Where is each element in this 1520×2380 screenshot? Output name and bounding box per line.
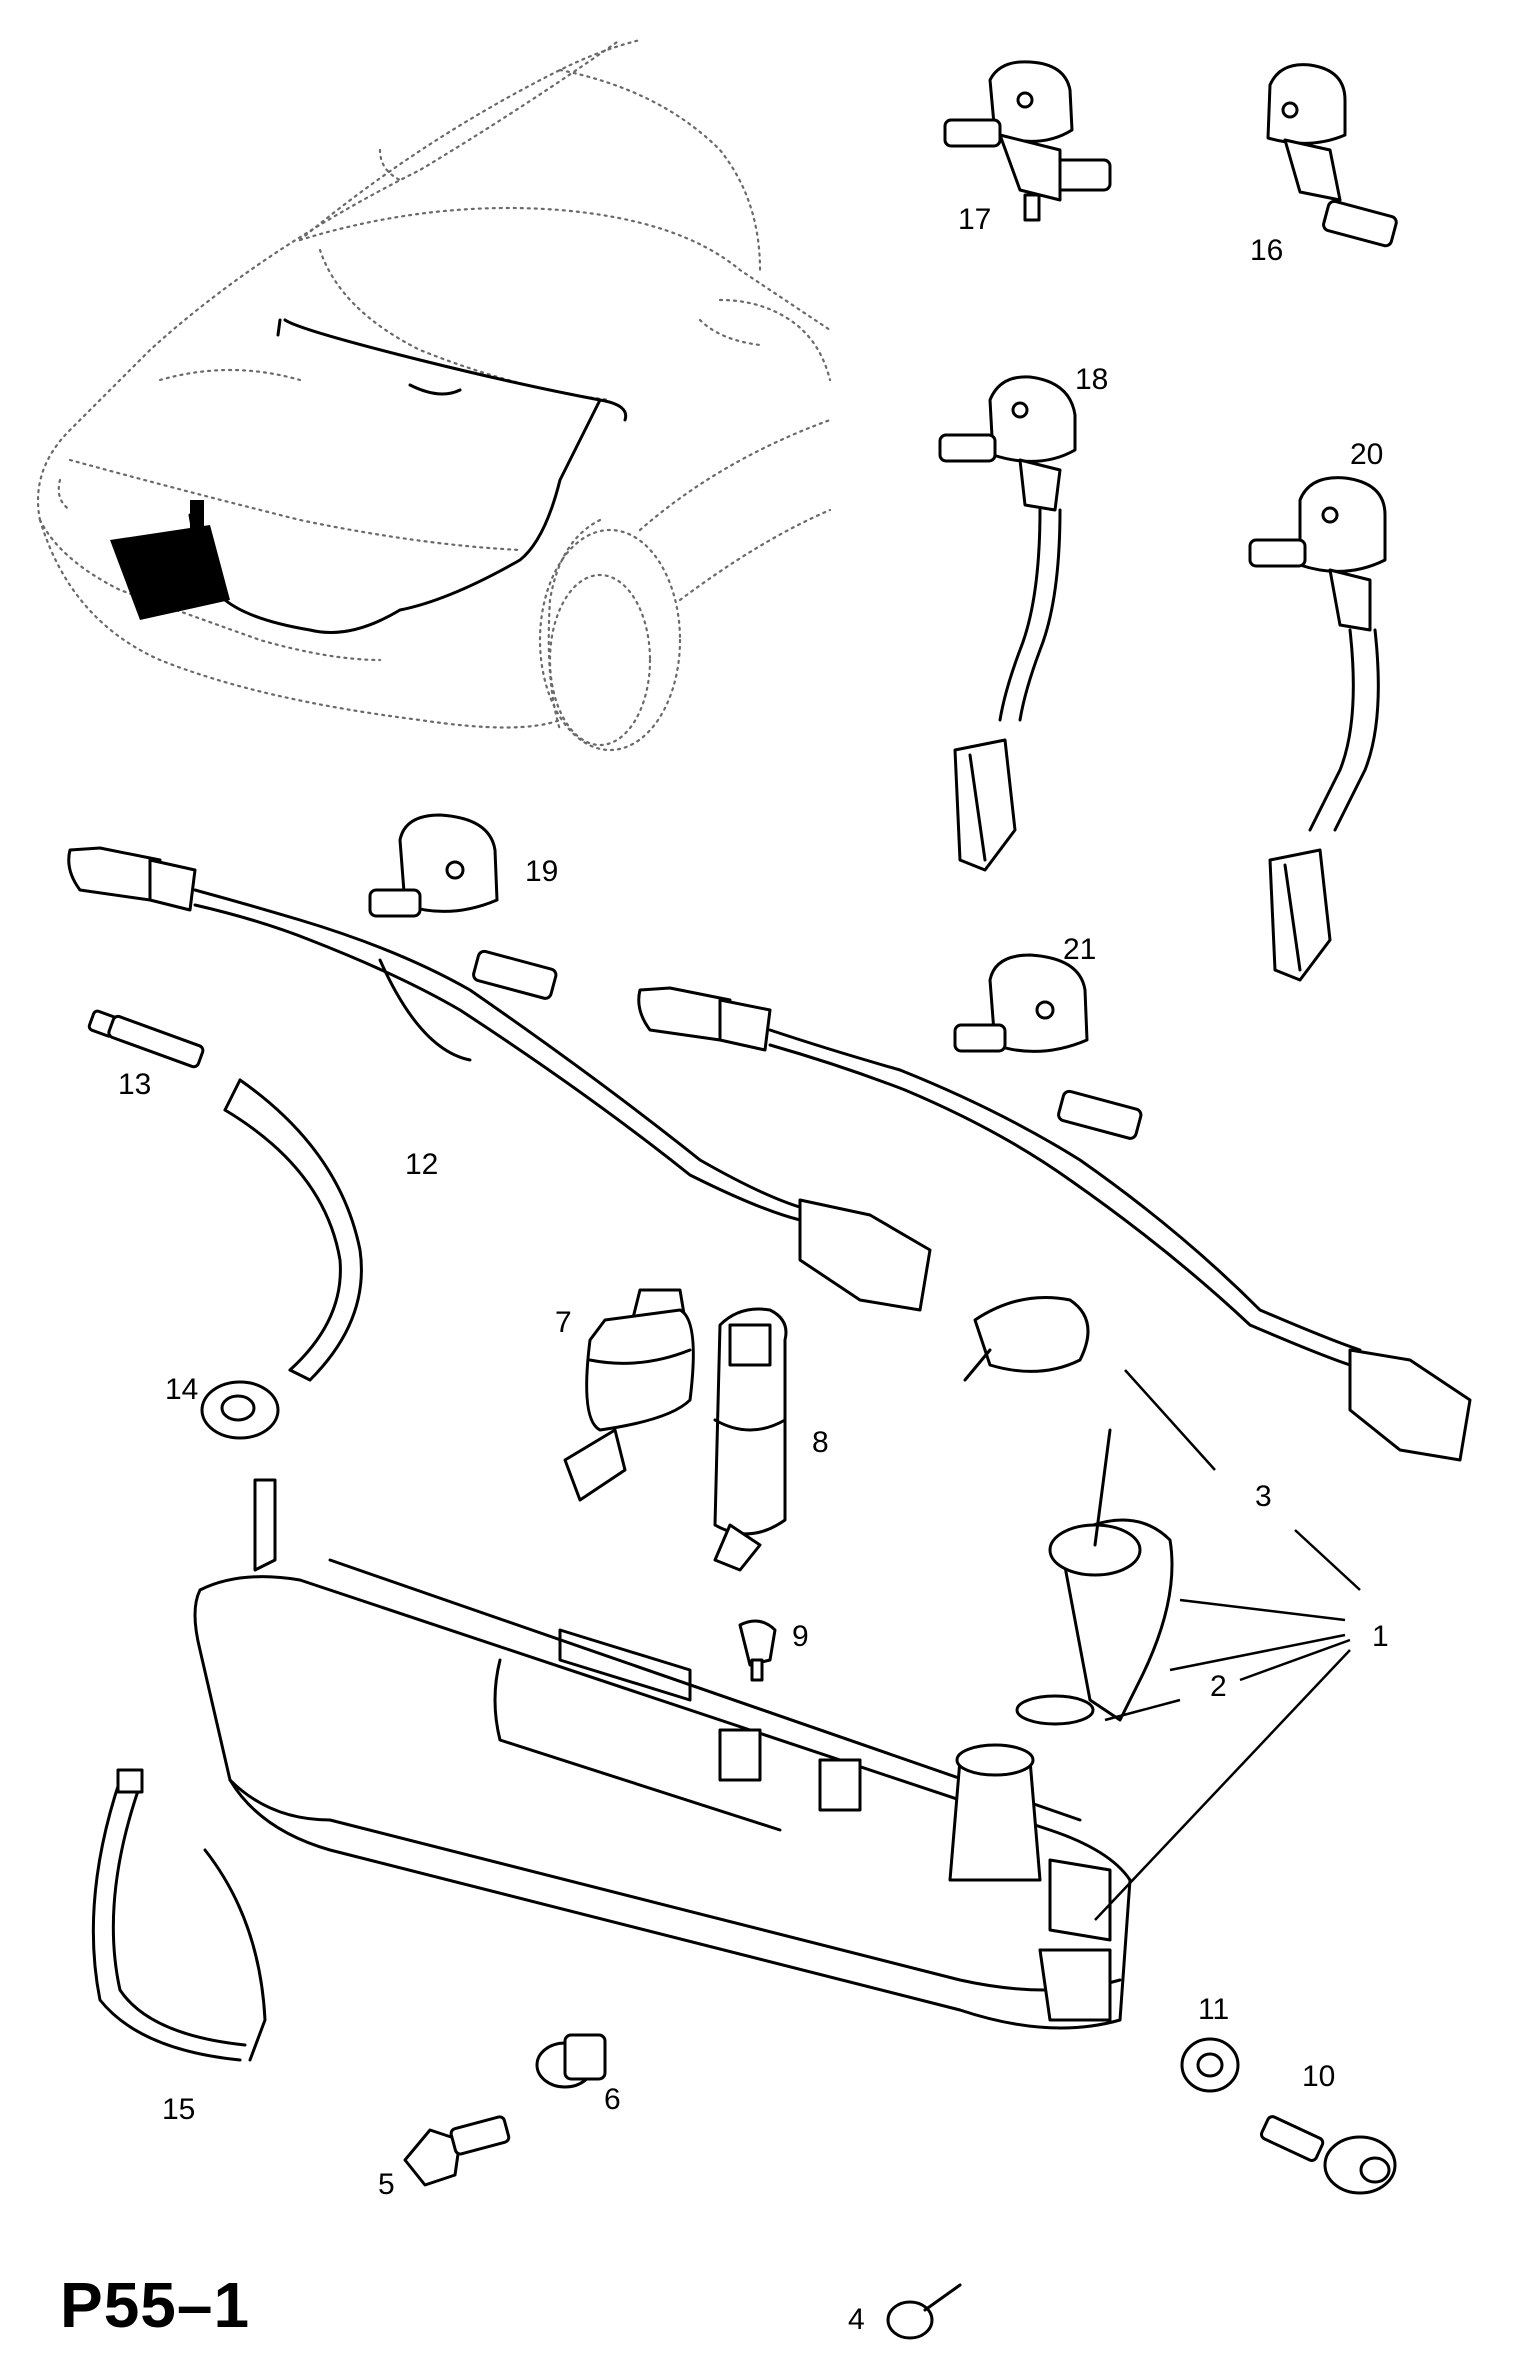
callout-12: 12 [405, 1148, 439, 1181]
callout-5: 5 [378, 2168, 395, 2201]
callout-21: 21 [1063, 933, 1097, 966]
callout-17: 17 [958, 203, 992, 236]
callout-18: 18 [1075, 363, 1109, 396]
nozzle-17 [943, 60, 1112, 222]
harness-21 [637, 953, 1472, 1462]
nozzle-16 [1266, 63, 1398, 248]
callout-11: 11 [1198, 1993, 1230, 2026]
bolt-5 [403, 2115, 511, 2187]
pump-8 [713, 1307, 788, 1572]
screw-4 [886, 2283, 962, 2340]
callout-3: 3 [1255, 1480, 1272, 1513]
callout-16: 16 [1250, 234, 1284, 267]
callout-13: 13 [118, 1068, 152, 1101]
callout-2: 2 [1210, 1670, 1227, 1703]
clip-9 [738, 1619, 777, 1682]
vehicle-wiring [110, 318, 628, 634]
filler-neck-1 [1048, 1428, 1174, 1722]
nut-11 [1180, 2037, 1240, 2093]
filler-cap-3 [963, 1296, 1090, 1382]
callout-20: 20 [1350, 438, 1384, 471]
nozzle-18 [938, 375, 1077, 872]
hose-12 [223, 1078, 363, 1382]
callout-19: 19 [525, 855, 559, 888]
leader-lines [1094, 1369, 1361, 1921]
callout-14: 14 [165, 1373, 199, 1406]
callout-6: 6 [604, 2083, 621, 2116]
harness-19 [67, 813, 932, 1312]
callout-10: 10 [1302, 2060, 1336, 2093]
callout-8: 8 [812, 1426, 829, 1459]
callout-9: 9 [792, 1620, 809, 1653]
callout-1: 1 [1372, 1620, 1389, 1653]
bolt-10 [1260, 2115, 1397, 2195]
seal-2 [1015, 1694, 1095, 1726]
page-code: P55–1 [60, 2269, 251, 2341]
grommet-14 [200, 1380, 280, 1440]
callout-7: 7 [555, 1306, 572, 1339]
cable-tie-15 [91, 1768, 267, 2062]
callout-4: 4 [848, 2303, 865, 2336]
bolt-13 [87, 1009, 205, 1069]
nozzle-20 [1248, 476, 1387, 982]
bushing-6 [535, 2033, 607, 2089]
reservoir-tank [193, 1478, 1132, 2030]
pump-7 [563, 1288, 695, 1502]
vehicle-outline [36, 38, 832, 752]
callout-15: 15 [162, 2093, 196, 2126]
